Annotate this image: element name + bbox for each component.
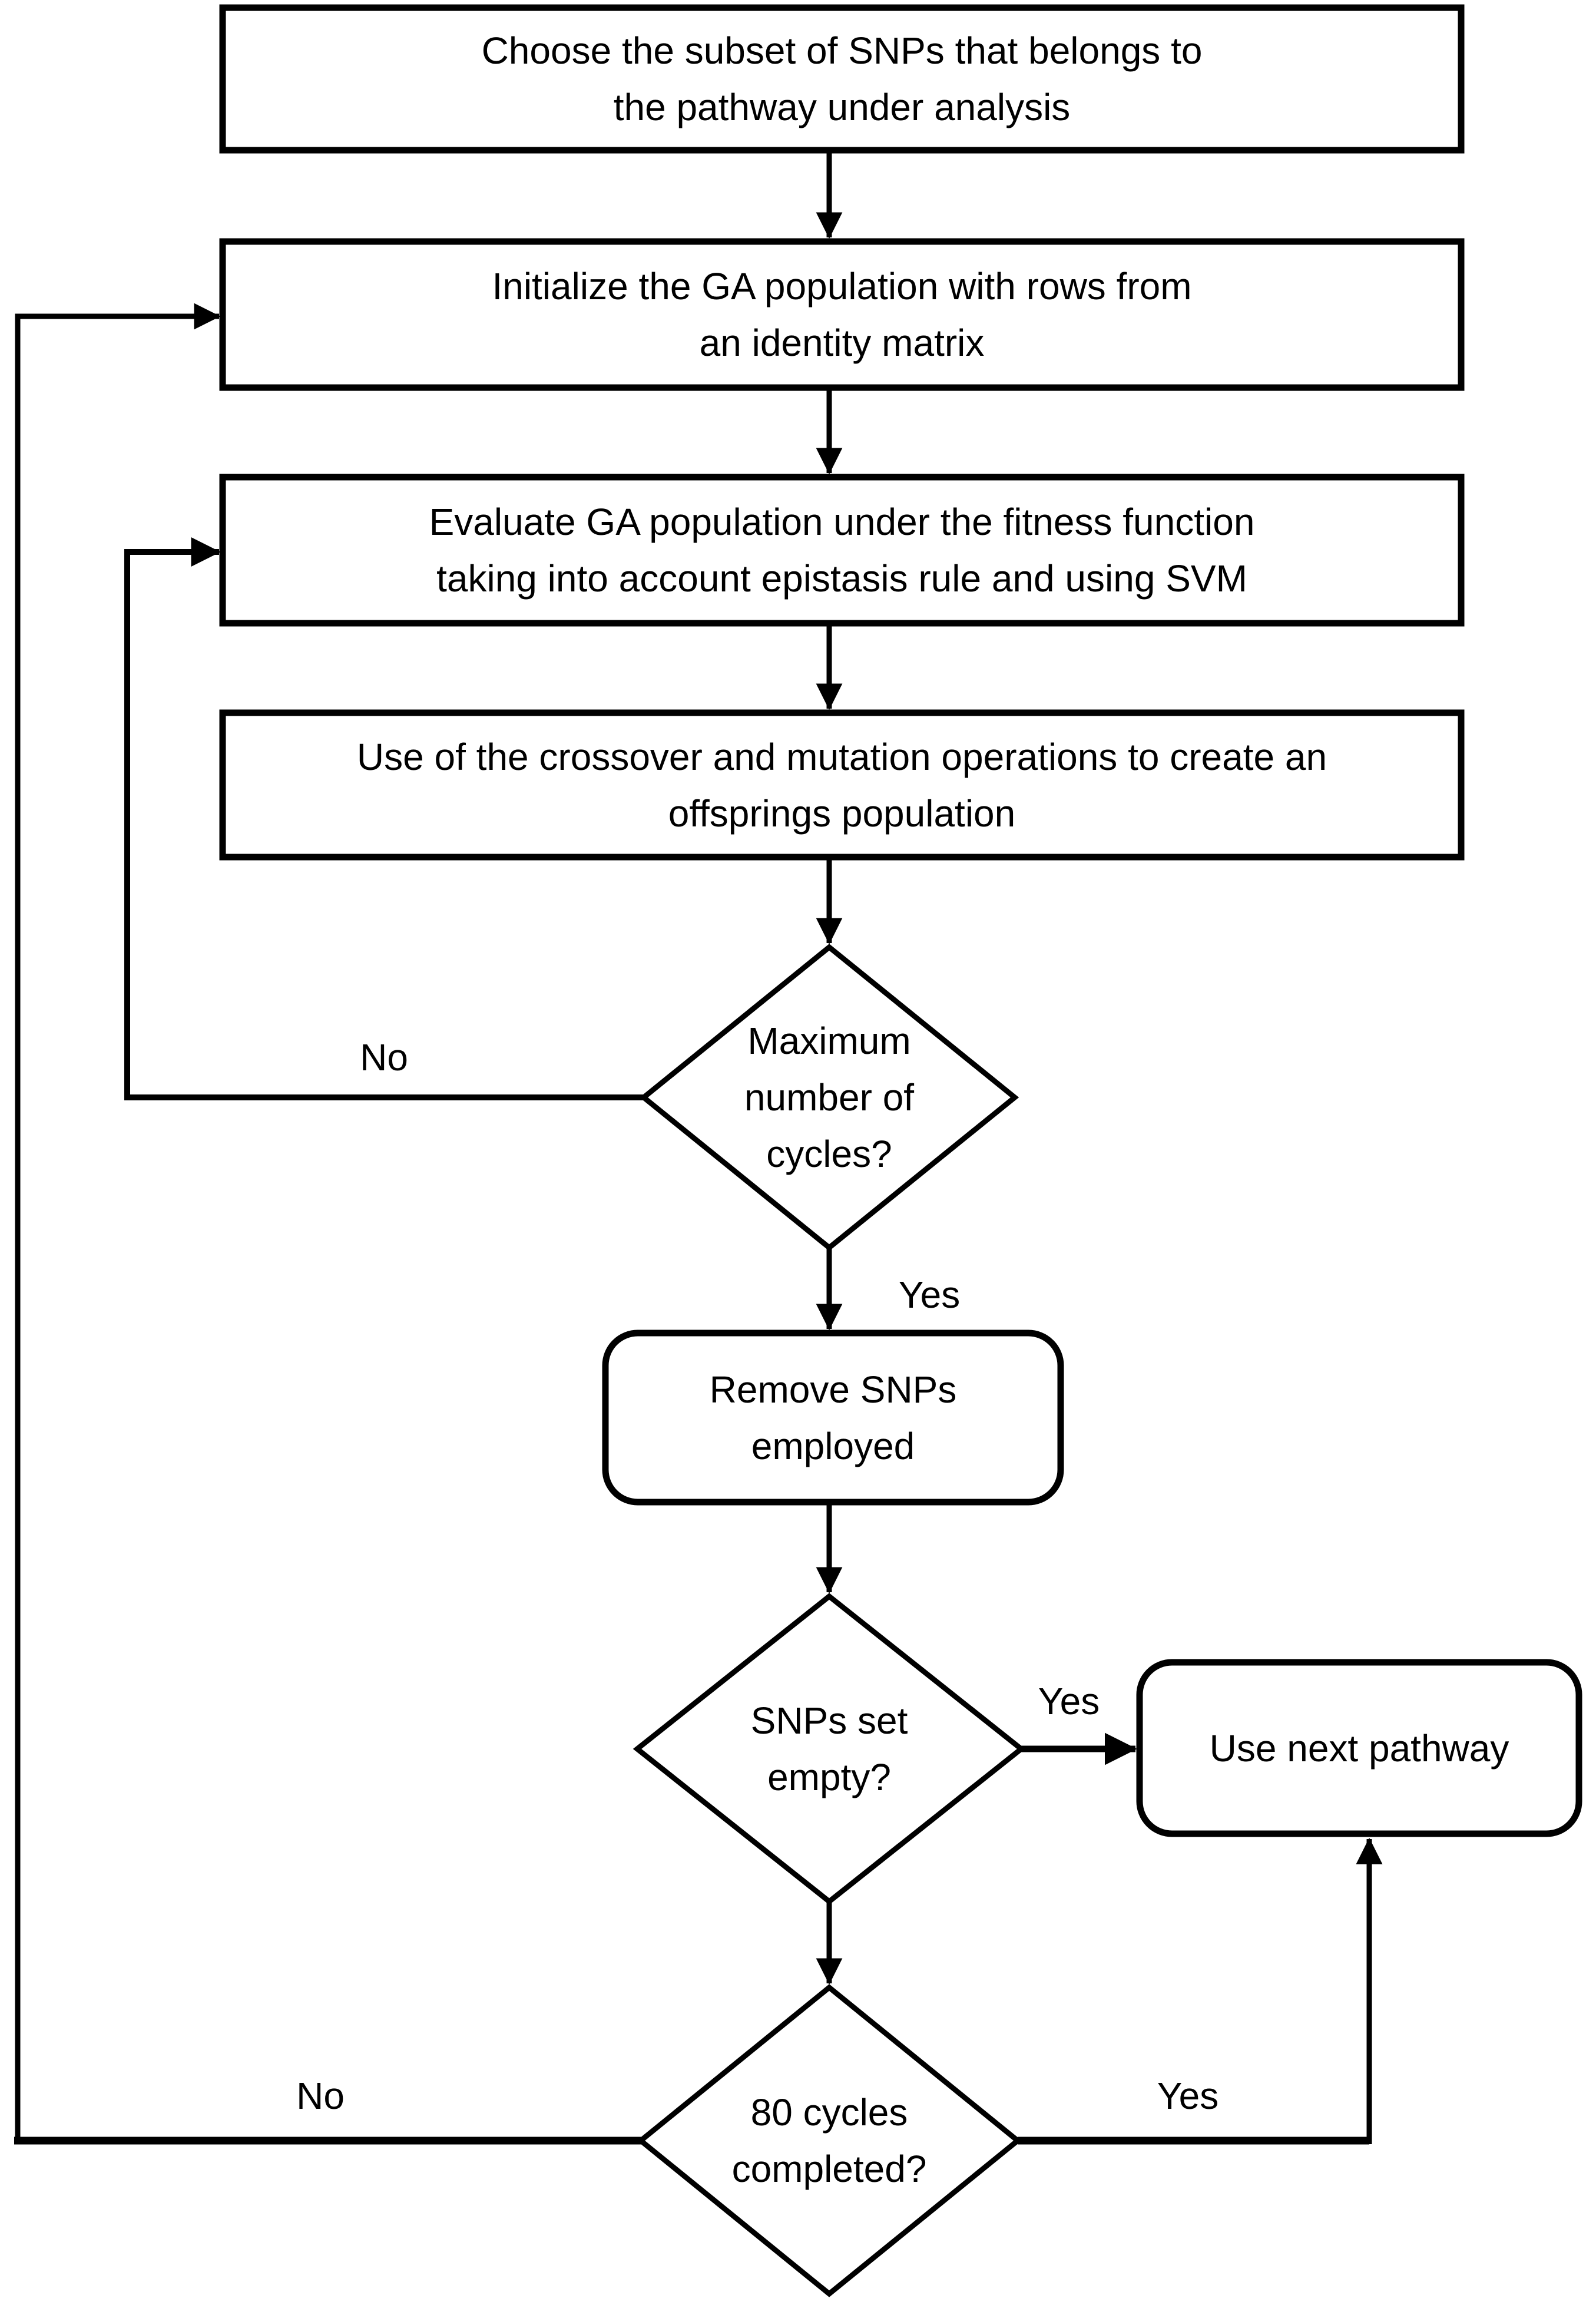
snps-empty-label: SNPs set empty? bbox=[750, 1699, 908, 1798]
use-next-pathway-box bbox=[1136, 1659, 1582, 1837]
max-cycles-label: Maximum number of cycles? bbox=[744, 1020, 915, 1175]
remove-snps-label: Remove SNPs employed bbox=[709, 1368, 957, 1467]
loop-80-cycles-no-to-initialize bbox=[15, 303, 221, 2144]
edge-label-80-cycles-no: No bbox=[296, 2075, 345, 2117]
evaluate-ga-label: Evaluate GA population under the fitness… bbox=[429, 501, 1255, 600]
crossover-mutation-box bbox=[219, 709, 1465, 861]
choose-snps-box bbox=[219, 4, 1465, 154]
edge-label-snps-empty-yes: Yes bbox=[1038, 1680, 1100, 1722]
use-next-pathway-label: Use next pathway bbox=[1209, 1727, 1509, 1770]
choose-snps-label: Choose the subset of SNPs that belongs t… bbox=[481, 29, 1203, 128]
cycles-80-diamond bbox=[636, 1984, 1022, 2297]
initialize-ga-box bbox=[219, 238, 1465, 391]
edge-label-80-cycles-yes: Yes bbox=[1157, 2075, 1219, 2117]
edge-label-max-cycles-yes: Yes bbox=[898, 1274, 961, 1316]
loop-max-cycles-no-to-evaluate bbox=[124, 537, 647, 1100]
evaluate-ga-box bbox=[219, 474, 1465, 627]
initialize-ga-label: Initialize the GA population with rows f… bbox=[492, 265, 1192, 364]
cycles-80-label: 80 cycles completed? bbox=[731, 2091, 927, 2190]
edge-label-max-cycles-no: No bbox=[360, 1036, 408, 1079]
remove-snps-box bbox=[602, 1330, 1064, 1506]
crossover-mutation-label: Use of the crossover and mutation operat… bbox=[356, 735, 1327, 835]
